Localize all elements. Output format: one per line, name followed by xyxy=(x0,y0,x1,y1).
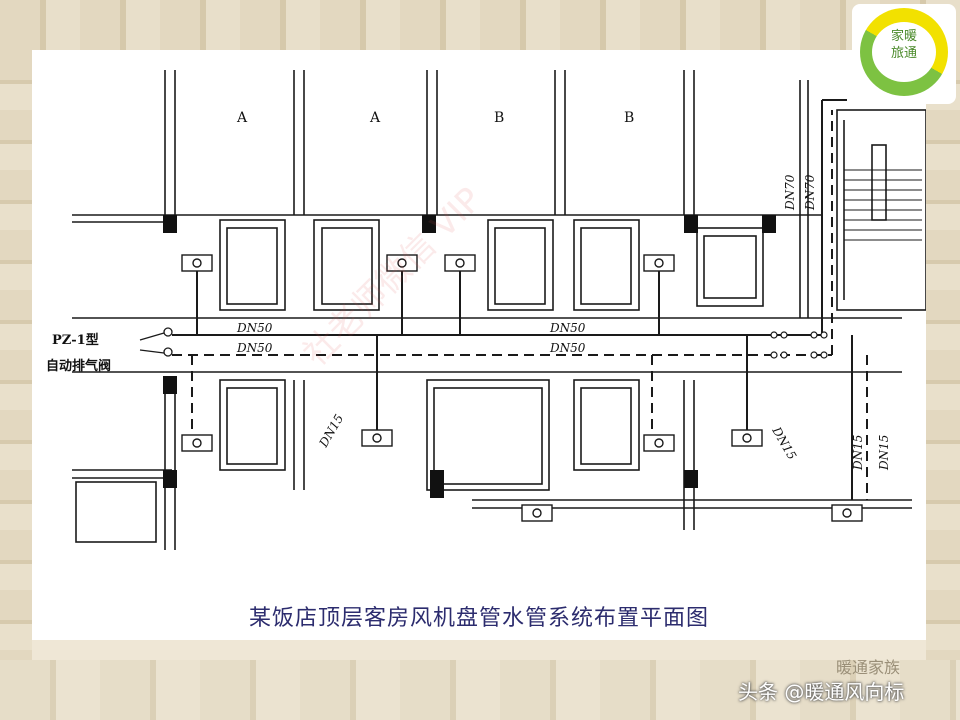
decorative-border-bottom xyxy=(0,660,960,720)
pipe-size-dn15-right-b: DN15 xyxy=(877,435,891,471)
pipe-size-dn15-mid: DN15 xyxy=(769,424,799,463)
walls xyxy=(72,70,926,550)
footer-ghost-text: 暖通家族 xyxy=(836,658,901,677)
footer-attribution: 头条 @暖通风向标 xyxy=(738,680,905,704)
drawing-panel xyxy=(32,50,926,640)
decorative-border-left xyxy=(0,50,32,660)
columns xyxy=(163,215,776,498)
room-label-b2: B xyxy=(624,110,634,126)
valve-name-label: 自动排气阀 xyxy=(46,358,111,374)
pipe-size-dn50-supply: DN50 xyxy=(236,321,273,335)
pipe-size-dn50-return-right: DN50 xyxy=(549,341,586,355)
pipe-size-dn50-return: DN50 xyxy=(236,341,273,355)
logo-text: 家暖 旅通 xyxy=(890,29,917,61)
valve-model-label: PZ-1型 xyxy=(52,332,99,348)
room-label-a1: A xyxy=(236,110,248,126)
return-pipes xyxy=(172,110,868,500)
decorative-border-right xyxy=(926,50,960,660)
diagram-caption: 某饭店顶层客房风机盘管水管系统布置平面图 xyxy=(248,606,709,631)
pipe-size-dn15-right-a: DN15 xyxy=(851,435,865,471)
pipe-size-dn70-b: DN70 xyxy=(803,174,817,211)
riser-valves xyxy=(770,331,828,359)
brand-logo: 家暖 旅通 xyxy=(852,4,956,104)
decorative-border-top xyxy=(0,0,960,50)
room-label-b1: B xyxy=(494,110,504,126)
fan-coil-units xyxy=(181,254,863,522)
room-label-a2: A xyxy=(369,110,381,126)
air-vent-valves xyxy=(139,327,173,357)
floor-plan-drawing: A A B B DN50 DN50 DN50 DN50 DN70 DN70 DN… xyxy=(46,70,926,550)
drawing-labels: A A B B DN50 DN50 DN50 DN50 DN70 DN70 DN… xyxy=(46,110,891,471)
supply-pipes xyxy=(172,99,853,500)
pipe-size-dn15-left: DN15 xyxy=(316,412,346,451)
pipe-size-dn50-supply-right: DN50 xyxy=(549,321,586,335)
pipe-size-dn70-a: DN70 xyxy=(783,174,797,211)
logo-inner xyxy=(872,22,936,82)
